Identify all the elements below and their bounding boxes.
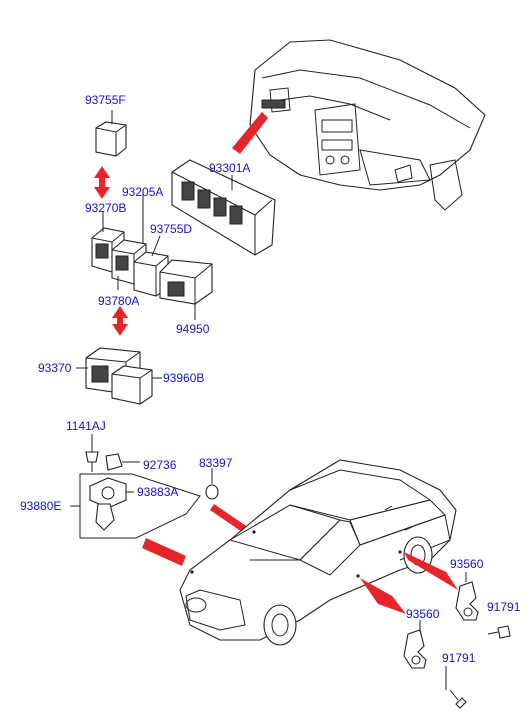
label-91791-lower: 91791 (442, 651, 476, 665)
label-93755D: 93755D (150, 222, 193, 236)
door-switch-lower (403, 620, 467, 709)
double-arrow-lower (112, 306, 128, 336)
door-switch-upper (455, 572, 511, 639)
label-91791-upper: 91791 (487, 600, 521, 614)
label-93960B: 93960B (163, 371, 205, 385)
label-93560-upper: 93560 (450, 557, 484, 571)
dashboard-illustration (249, 39, 486, 211)
label-83397: 83397 (199, 456, 233, 470)
arrow-door-rear (360, 578, 406, 614)
label-94950: 94950 (176, 322, 210, 336)
arrow-to-dashboard (232, 112, 268, 154)
label-93560-lower: 93560 (406, 607, 440, 621)
car-illustration (179, 459, 457, 646)
arrow-to-83397 (210, 504, 252, 536)
switch-panel-93301A (171, 159, 276, 256)
label-93755F: 93755F (85, 93, 126, 107)
part-83397 (205, 468, 219, 500)
label-93205A: 93205A (122, 185, 164, 199)
label-93370: 93370 (38, 361, 72, 375)
double-arrow-upper (94, 166, 110, 199)
label-93270B: 93270B (85, 201, 127, 215)
arrow-to-sensor (142, 538, 186, 566)
label-93780A: 93780A (98, 294, 140, 308)
sensor-assembly-93880E (70, 434, 201, 539)
switch-93755F (95, 110, 127, 157)
arrow-door-front (404, 552, 458, 590)
label-92736: 92736 (143, 458, 177, 472)
label-93883A: 93883A (137, 485, 179, 499)
switch-assembly (91, 194, 213, 320)
label-93880E: 93880E (20, 499, 62, 513)
label-93301A: 93301A (209, 161, 251, 175)
switch-pair-lower (76, 347, 162, 405)
label-1141AJ: 1141AJ (66, 419, 106, 433)
